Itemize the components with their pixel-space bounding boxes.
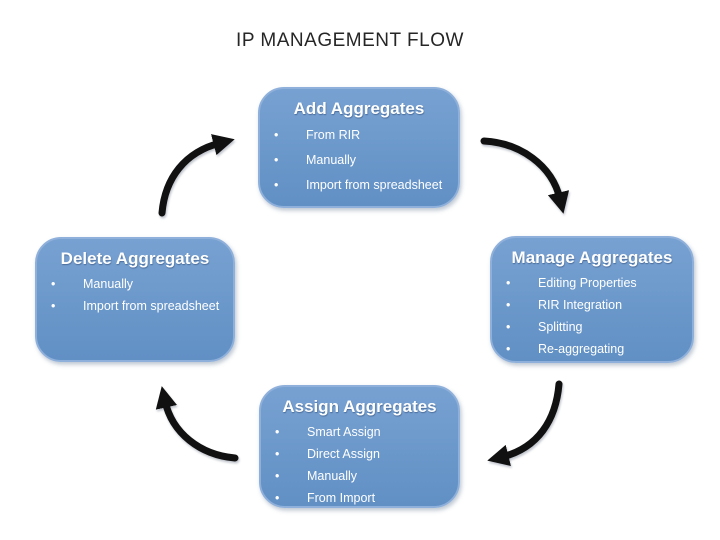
node-bullet-list: Manually Import from spreadsheet xyxy=(37,273,233,317)
node-bullet-list: Editing Properties RIR Integration Split… xyxy=(492,272,692,360)
page-title: IP MANAGEMENT FLOW xyxy=(236,30,464,51)
node-bullet-list: From RIR Manually Import from spreadshee… xyxy=(260,123,458,198)
node-bullet-list: Smart Assign Direct Assign Manually From… xyxy=(261,421,458,509)
arrow-delete-to-add-icon xyxy=(158,134,235,217)
list-item: Import from spreadsheet xyxy=(37,295,233,317)
node-add-aggregates: Add Aggregates From RIR Manually Import … xyxy=(258,87,460,208)
node-manage-aggregates: Manage Aggregates Editing Properties RIR… xyxy=(490,236,694,363)
node-title: Manage Aggregates xyxy=(511,248,673,267)
list-item: Re-aggregating xyxy=(492,338,692,360)
arrow-manage-to-assign-icon xyxy=(487,380,563,466)
list-item: Smart Assign xyxy=(261,421,458,443)
node-assign-aggregates: Assign Aggregates Smart Assign Direct As… xyxy=(259,385,460,509)
list-item: From RIR xyxy=(260,123,458,148)
list-item: Manually xyxy=(260,148,458,173)
node-title: Delete Aggregates xyxy=(60,249,210,268)
list-item: Editing Properties xyxy=(492,272,692,294)
node-delete-aggregates: Delete Aggregates Manually Import from s… xyxy=(35,237,235,362)
list-item: From Import xyxy=(261,487,458,509)
list-item: Manually xyxy=(261,465,458,487)
arrow-add-to-manage-icon xyxy=(480,137,570,214)
list-item: Splitting xyxy=(492,316,692,338)
list-item: Direct Assign xyxy=(261,443,458,465)
arrow-assign-to-delete-icon xyxy=(155,386,239,462)
list-item: Manually xyxy=(37,273,233,295)
list-item: Import from spreadsheet xyxy=(260,173,458,198)
node-title: Assign Aggregates xyxy=(282,397,437,416)
node-title: Add Aggregates xyxy=(293,99,425,118)
list-item: RIR Integration xyxy=(492,294,692,316)
